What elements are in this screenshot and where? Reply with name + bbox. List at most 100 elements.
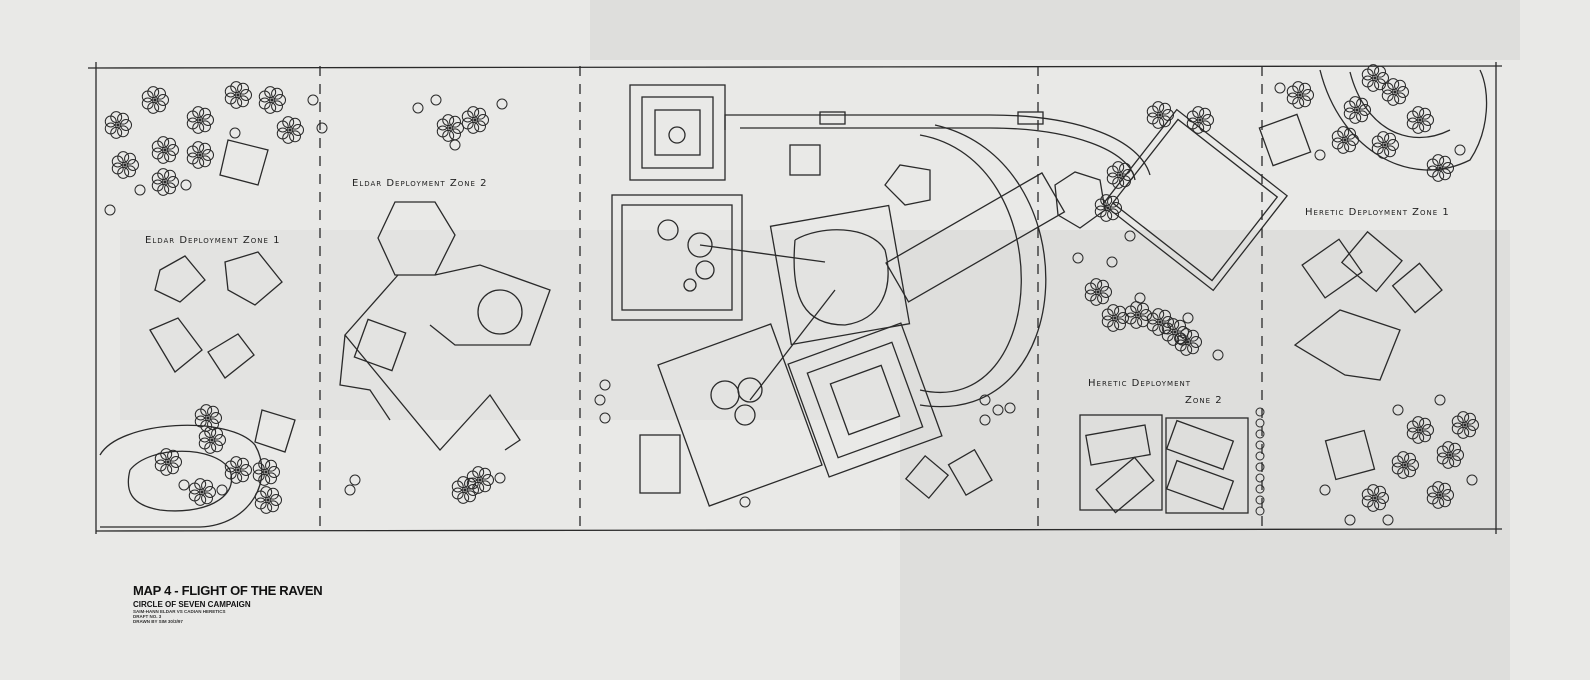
shrub-icon — [307, 94, 319, 106]
tree-icon — [1391, 451, 1420, 479]
tree-icon — [186, 106, 215, 134]
tree-icon — [1286, 81, 1315, 109]
hedge-icon — [1255, 451, 1265, 461]
shrub-icon — [344, 484, 356, 496]
shrub-icon — [1176, 334, 1188, 346]
shrub-icon — [104, 204, 116, 216]
trees — [104, 64, 1480, 526]
zone-label-eldar-1: Eldar Deployment Zone 1 — [145, 235, 280, 246]
shrub-icon — [1134, 292, 1146, 304]
shrub-icon — [992, 404, 1004, 416]
tree-icon — [1084, 278, 1113, 306]
tree-icon — [1343, 96, 1372, 124]
tree-icon — [1371, 131, 1400, 159]
tree-icon — [141, 86, 170, 114]
tree-icon — [1124, 301, 1153, 329]
zone-label-heretic-2b: Zone 2 — [1185, 395, 1223, 406]
paper-bleed-top — [590, 0, 1520, 60]
tree-icon — [258, 86, 287, 114]
shrub-icon — [599, 379, 611, 391]
hedge-icon — [1255, 462, 1265, 472]
shrub-icon — [599, 412, 611, 424]
shrub-icon — [1314, 149, 1326, 161]
map-border-bottom — [95, 528, 1503, 532]
tree-icon — [111, 151, 140, 179]
shrub-icon — [1004, 402, 1016, 414]
zone-label-heretic-2a: Heretic Deployment — [1088, 378, 1191, 389]
shrub-icon — [430, 94, 442, 106]
shrub-icon — [180, 179, 192, 191]
shrub-icon — [316, 122, 328, 134]
shrub-icon — [1454, 144, 1466, 156]
zone-label-eldar-2: Eldar Deployment Zone 2 — [352, 178, 487, 189]
shrub-icon — [449, 139, 461, 151]
shrub-icon — [1319, 484, 1331, 496]
tree-icon — [1101, 304, 1130, 332]
heretic-zone-2-bunkers — [1079, 414, 1249, 514]
tree-icon — [1106, 161, 1135, 189]
eldar-zone-1-ruins — [99, 139, 296, 528]
central-complex — [611, 84, 1289, 507]
shrub-icon — [1072, 252, 1084, 264]
tree-icon — [451, 476, 480, 504]
shrub-icon — [1212, 349, 1224, 361]
shrub-icon — [739, 496, 751, 508]
heretic-zone-1-ruins — [1258, 69, 1488, 481]
zone-label-heretic-1: Heretic Deployment Zone 1 — [1305, 207, 1450, 218]
tree-icon — [224, 456, 253, 484]
shrub-icon — [496, 98, 508, 110]
shrub-icon — [1434, 394, 1446, 406]
hedge-icon — [1255, 440, 1265, 450]
tree-icon — [186, 141, 215, 169]
paper-bleed-mid — [120, 230, 900, 420]
tree-icon — [1426, 154, 1455, 182]
tree-icon — [1451, 411, 1480, 439]
tree-icon — [1426, 481, 1455, 509]
tree-icon — [154, 448, 183, 476]
tree-icon — [1331, 126, 1360, 154]
tree-icon — [1094, 194, 1123, 222]
tree-icon — [461, 106, 490, 134]
eldar-zone-2-building — [339, 201, 551, 451]
map-subtitle: CIRCLE OF SEVEN CAMPAIGN — [133, 600, 251, 609]
map-border-top — [87, 65, 1503, 69]
tree-icon — [1406, 416, 1435, 444]
tree-icon — [254, 486, 283, 514]
tree-icon — [198, 426, 227, 454]
tree-icon — [1406, 106, 1435, 134]
shrub-icon — [1106, 256, 1118, 268]
tree-icon — [1146, 101, 1175, 129]
map-credit-2: DRAFT NO. 3 — [133, 614, 162, 619]
tree-icon — [224, 81, 253, 109]
hedge-icon — [1255, 407, 1265, 417]
shrub-icon — [1182, 312, 1194, 324]
shrub-icon — [178, 479, 190, 491]
shrub-icon — [1344, 514, 1356, 526]
shrub-icon — [1382, 514, 1394, 526]
shrub-icon — [216, 484, 228, 496]
tree-icon — [188, 478, 217, 506]
shrub-icon — [1274, 82, 1286, 94]
hedge-icon — [1255, 418, 1265, 428]
shrub-icon — [412, 102, 424, 114]
tree-icon — [151, 168, 180, 196]
shrub-icon — [594, 394, 606, 406]
shrub-icon — [1466, 474, 1478, 486]
map-title: MAP 4 - FLIGHT OF THE RAVEN — [133, 583, 323, 598]
map-credit-3: DRAWN BY SIM 30/3/97 — [133, 619, 183, 624]
shrub-icon — [494, 472, 506, 484]
tree-icon — [1161, 318, 1190, 346]
tree-icon — [1361, 484, 1390, 512]
hedge-icon — [1255, 495, 1265, 505]
map-credit-1: SAIM-HANN ELDAR VS CADIAN HERETICS — [133, 609, 226, 614]
zone-dividers — [319, 66, 1263, 531]
tree-icon — [436, 114, 465, 142]
hedge-icon — [1255, 484, 1265, 494]
hedge-row — [1255, 407, 1265, 516]
tree-icon — [276, 116, 305, 144]
shrub-icon — [1392, 404, 1404, 416]
tree-icon — [252, 458, 281, 486]
shrub-icon — [979, 414, 991, 426]
title-block: MAP 4 - FLIGHT OF THE RAVEN CIRCLE OF SE… — [133, 583, 323, 624]
